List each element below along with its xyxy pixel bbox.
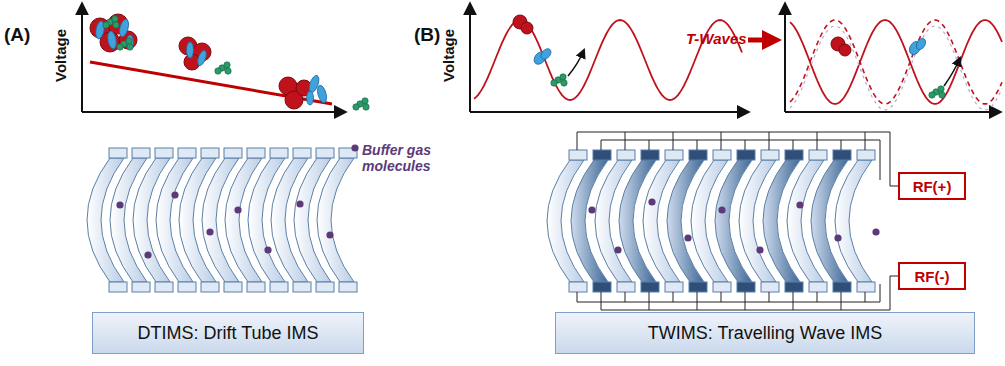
panel-letter: (A) — [4, 24, 30, 46]
wire — [793, 140, 794, 150]
buffer-gas-molecule — [171, 191, 178, 198]
rf-box: RF(-) — [898, 262, 966, 290]
ion-medium — [118, 18, 130, 37]
wire — [577, 132, 578, 150]
ring-electrode — [317, 148, 357, 292]
y-axis — [469, 4, 471, 112]
ion-large — [839, 44, 851, 56]
ion-small — [353, 98, 369, 110]
wire — [721, 292, 722, 302]
node-text: RF(+) — [913, 178, 952, 195]
wire — [865, 292, 866, 302]
wire — [601, 140, 602, 150]
buffer-gas-molecule — [718, 206, 725, 213]
node-text: RF(-) — [915, 268, 950, 285]
previous-wave — [790, 20, 1002, 104]
ion-medium — [915, 37, 928, 51]
motion-arrow — [568, 50, 584, 76]
x-axis — [785, 111, 1000, 113]
buffer-gas-molecule — [684, 234, 691, 241]
buffer-gas-molecule — [116, 201, 123, 208]
ion-large — [521, 22, 533, 34]
buffer-gas-molecule — [296, 200, 303, 207]
wire — [793, 292, 794, 310]
wire — [769, 292, 770, 302]
wire — [625, 292, 626, 302]
buffer-gas-molecule — [834, 234, 841, 241]
wire — [745, 140, 746, 150]
axis-label: Voltage — [52, 29, 69, 82]
axis-label: Voltage — [440, 29, 457, 82]
wire — [697, 292, 698, 310]
panel-letter: (B) — [414, 24, 440, 46]
wire — [721, 132, 722, 150]
wave-label: T-Waves — [686, 30, 747, 47]
wire — [601, 292, 602, 310]
wire — [577, 284, 880, 302]
ion-small — [215, 62, 231, 74]
wire — [745, 292, 746, 310]
wire — [841, 140, 842, 150]
method-box: TWIMS: Travelling Wave IMS — [555, 312, 975, 354]
wire — [697, 140, 698, 150]
wire — [601, 276, 898, 310]
buffer-gas-molecule — [614, 246, 621, 253]
wire — [673, 292, 674, 302]
x-axis — [82, 111, 345, 113]
y-axis — [784, 4, 786, 112]
wire — [649, 140, 650, 150]
node-text: DTIMS: Drift Tube IMS — [137, 323, 318, 344]
time-arrow — [748, 38, 772, 43]
legend-note: Buffer gas molecules — [362, 142, 470, 174]
wire — [601, 140, 880, 180]
method-box: DTIMS: Drift Tube IMS — [92, 312, 364, 354]
motion-arrow — [944, 58, 960, 86]
rf-box: RF(+) — [898, 172, 966, 200]
wire — [577, 132, 898, 186]
wire — [625, 132, 626, 150]
ring-electrode — [835, 150, 875, 292]
wire — [865, 132, 866, 150]
ion-small — [103, 16, 119, 28]
ion-medium — [307, 91, 314, 105]
buffer-gas-molecule — [234, 206, 241, 213]
ion-medium — [539, 47, 553, 61]
node-text: TWIMS: Travelling Wave IMS — [648, 323, 882, 344]
ion-small — [929, 86, 945, 98]
wire — [649, 292, 650, 310]
travelling-wave — [790, 20, 1002, 104]
buffer-gas-molecule — [588, 206, 595, 213]
buffer-gas-molecule — [796, 201, 803, 208]
ion-medium — [316, 84, 328, 103]
wire — [769, 132, 770, 150]
wire — [817, 292, 818, 302]
ion-small — [551, 74, 567, 86]
buffer-gas-molecule — [144, 251, 151, 258]
wire — [673, 132, 674, 150]
x-axis — [470, 111, 748, 113]
buffer-gas-molecule — [326, 231, 333, 238]
buffer-gas-molecule — [872, 228, 879, 235]
buffer-gas-molecule — [351, 144, 358, 151]
ion-medium — [106, 30, 117, 49]
buffer-gas-molecule — [756, 246, 763, 253]
buffer-gas-molecule — [206, 228, 213, 235]
wire — [577, 292, 578, 302]
ion-medium — [196, 49, 208, 66]
buffer-gas-molecule — [648, 198, 655, 205]
wire — [817, 132, 818, 150]
y-axis — [81, 4, 83, 112]
buffer-gas-molecule — [264, 246, 271, 253]
wire — [841, 292, 842, 310]
previous-wave — [790, 26, 1002, 110]
ion-medium — [187, 42, 194, 58]
ion-small — [117, 38, 133, 50]
